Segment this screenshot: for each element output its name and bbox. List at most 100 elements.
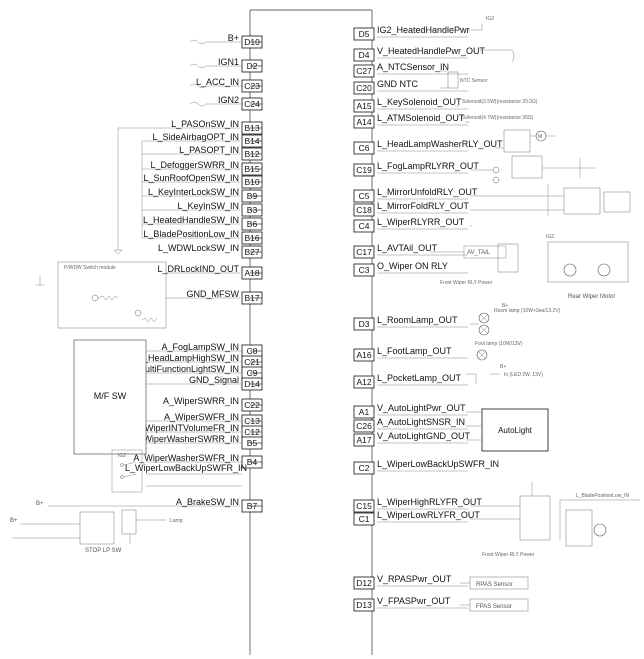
pin-id: A1	[359, 407, 370, 417]
signal-label: L_KeyInterLockSW_IN	[148, 187, 239, 197]
mirror-fold-relay	[470, 184, 631, 216]
signal-label: V_FPASPwr_OUT	[377, 596, 451, 606]
left-pin-b9: B9L_KeyInterLockSW_IN	[148, 187, 263, 203]
signal-label: L_SunRoofOpenSW_IN	[143, 173, 239, 183]
mf-switch-block: M/F SW	[73, 339, 242, 475]
pin-id: C2	[359, 463, 370, 473]
right-pin-c17: C17 L_AVTAil_OUT	[353, 243, 468, 259]
signal-label: A_MultiFunctionLightSW_IN	[126, 364, 239, 374]
signal-label: GND_MFSW	[187, 289, 240, 299]
signal-label: B+	[228, 33, 239, 43]
pin-id: D4	[359, 50, 370, 60]
signal-label: L_DRLockIND_OUT	[157, 264, 239, 274]
signal-label: L_RoomLamp_OUT	[377, 315, 458, 325]
signal-label: L_MirrorUnfoldRLY_OUT	[377, 187, 478, 197]
stop-lamp-switch: B+ B+ STOP LP SW Lamp	[10, 501, 240, 554]
svg-text:B+: B+	[36, 501, 44, 507]
pin-id: D13	[356, 600, 372, 610]
pin-id: A14	[356, 117, 371, 127]
signal-label: GND NTC	[377, 79, 418, 89]
signal-label: L_ACC_IN	[196, 77, 239, 87]
front-wiper-relays: L_BladePositionLow_IN Front Wiper RLY Po…	[470, 482, 640, 558]
signal-label: L_FootLamp_OUT	[377, 346, 452, 356]
signal-label: A_HeadLampHighSW_IN	[137, 353, 239, 363]
right-pin-a14: A14 L_ATMSolenoid_OUT	[353, 113, 468, 129]
pin-id: A17	[356, 435, 371, 445]
parking-sensors: RPAS Sensor FPAS Sensor	[460, 576, 529, 612]
input-switch-ladder	[113, 127, 240, 255]
left-pin-unlabeled: L_WiperLowBackUpSWFR_IN	[125, 463, 250, 473]
left-pin-b4: B4A_WiperWasherSWFR_IN	[133, 453, 263, 469]
autolight-module: AutoLight	[466, 408, 549, 452]
svg-text:Front Wiper RLY Power: Front Wiper RLY Power	[482, 552, 535, 558]
signal-label: A_FogLampSW_IN	[161, 342, 239, 352]
signal-label: L_ATMSolenoid_OUT	[377, 113, 465, 123]
signal-label: L_WiperHighRLYFR_OUT	[377, 497, 482, 507]
pin-id: C17	[356, 247, 372, 257]
pin-id: C15	[356, 501, 372, 511]
left-pin-b7: B7A_BrakeSW_IN	[176, 497, 263, 513]
pin-id: A12	[356, 377, 371, 387]
wiper-washer-switch: IG2	[111, 449, 242, 493]
pwdw-module-label: P/WDW Switch module	[64, 265, 116, 271]
signal-label: L_WiperRLYRR_OUT	[377, 217, 465, 227]
signal-label: O_Wiper ON RLY	[377, 261, 448, 271]
signal-label: V_AutoLightGND_OUT	[377, 431, 471, 441]
svg-text:L_BladePositionLow_IN: L_BladePositionLow_IN	[576, 493, 629, 499]
signal-label: L_SideAirbagOPT_IN	[152, 132, 239, 142]
signal-label: L_AVTAil_OUT	[377, 243, 438, 253]
foot-pocket-lamps: Foot lamp (10W/13V) In (LED 2W, 13V) B+	[466, 341, 543, 384]
pin-id: C4	[359, 221, 370, 231]
pin-id: C3	[359, 265, 370, 275]
svg-text:Solenoid(4.7W)(resistance 35Ω): Solenoid(4.7W)(resistance 35Ω)	[462, 115, 534, 121]
signal-label: A_WiperSWRR_IN	[163, 396, 239, 406]
left-pin-b6: B6L_HeatedHandleSW_IN	[143, 215, 263, 231]
svg-text:STOP LP SW: STOP LP SW	[85, 548, 122, 554]
right-pin-c3: C3 O_Wiper ON RLY	[353, 261, 468, 277]
left-pin-list: D10B+D2IGN1C23L_ACC_INC24IGN2B13L_PASOnS…	[125, 33, 263, 513]
signal-label: L_HeadLampWasherRLY_OUT	[377, 139, 503, 149]
pin-id: C19	[356, 165, 372, 175]
right-pin-c4: C4 L_WiperRLYRR_OUT	[353, 217, 468, 233]
right-pin-d13: D13 V_FPASPwr_OUT	[353, 596, 468, 612]
right-pin-c26: C26 A_AutoLightSNSR_IN	[353, 417, 468, 433]
signal-label: A_WiperWasherSWFR_IN	[133, 453, 239, 463]
signal-label: A_WiperSWFR_IN	[164, 412, 239, 422]
signal-label: L_HeatedHandleSW_IN	[143, 215, 239, 225]
svg-text:IG2: IG2	[118, 453, 126, 459]
pin-id: C26	[356, 421, 372, 431]
signal-label: L_FogLampRLYRR_OUT	[377, 161, 479, 171]
svg-text:B+: B+	[500, 364, 506, 370]
signal-label: GND_Signal	[189, 375, 239, 385]
left-pin-b3: B3L_KeyInSW_IN	[177, 201, 263, 217]
svg-text:Rear Wiper Motor: Rear Wiper Motor	[568, 294, 615, 300]
signal-label: L_MirrorFoldRLY_OUT	[377, 201, 469, 211]
svg-text:B+: B+	[10, 518, 18, 524]
pin-id: C6	[359, 143, 370, 153]
signal-label: V_RPASPwr_OUT	[377, 574, 452, 584]
svg-text:IG2: IG2	[546, 234, 554, 240]
svg-text:Foot lamp (10W/13V): Foot lamp (10W/13V)	[475, 341, 523, 347]
heated-handle-circuit: IG2	[420, 16, 515, 63]
pin-id: D3	[359, 319, 370, 329]
signal-label: A_AutoLightSNSR_IN	[377, 417, 465, 427]
solenoid-circuits: Solenoid(3.5W)(resistance 20.0Ω) Solenoi…	[455, 99, 538, 123]
pin-id: D12	[356, 578, 372, 588]
